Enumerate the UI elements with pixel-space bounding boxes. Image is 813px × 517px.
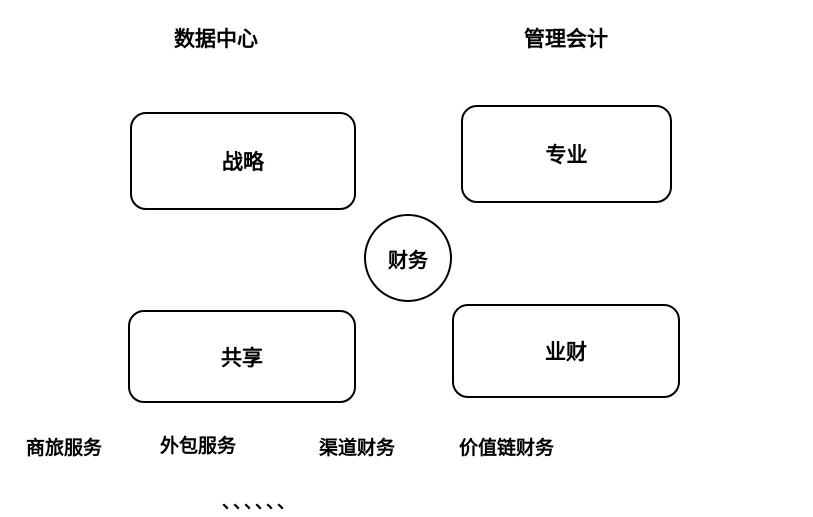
label-business-travel: 商旅服务 bbox=[26, 437, 103, 459]
ellipsis-marks: 、、、、、、 bbox=[222, 492, 297, 513]
center-finance-label: 财务 bbox=[388, 247, 428, 272]
box-business-finance-label: 业财 bbox=[545, 340, 587, 364]
label-outsourcing: 外包服务 bbox=[160, 435, 237, 457]
box-shared: 共享 bbox=[128, 310, 356, 403]
label-channel-finance: 渠道财务 bbox=[319, 437, 396, 459]
center-finance-circle: 财务 bbox=[364, 214, 452, 302]
box-strategy: 战略 bbox=[130, 112, 356, 210]
label-management-accounting: 管理会计 bbox=[524, 27, 608, 51]
box-shared-label: 共享 bbox=[221, 345, 263, 370]
label-value-chain-finance: 价值链财务 bbox=[459, 437, 555, 459]
box-professional: 专业 bbox=[461, 105, 672, 203]
box-business-finance: 业财 bbox=[452, 304, 680, 398]
box-professional-label: 专业 bbox=[545, 143, 588, 167]
box-strategy-label: 战略 bbox=[222, 150, 264, 174]
label-data-center: 数据中心 bbox=[174, 27, 258, 51]
